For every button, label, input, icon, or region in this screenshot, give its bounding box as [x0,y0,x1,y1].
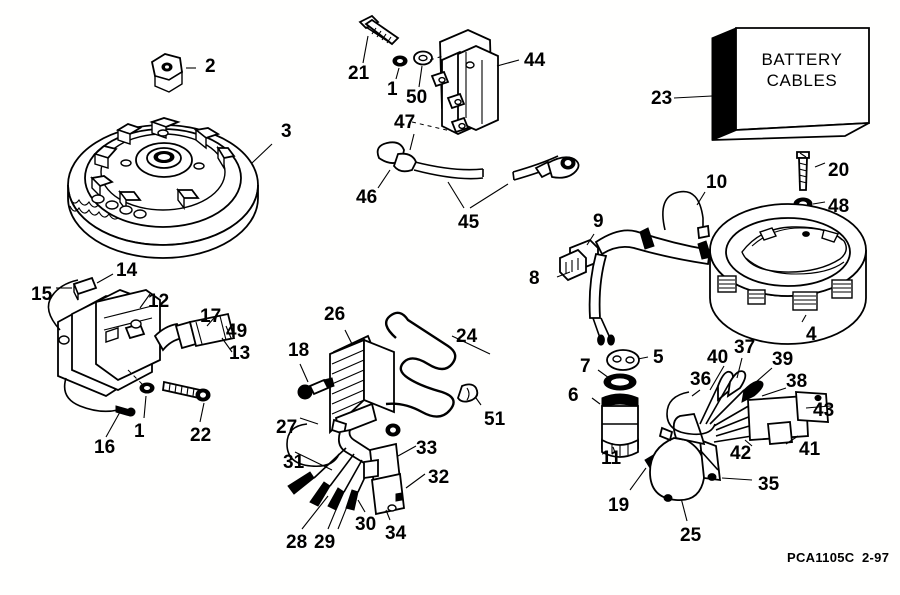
spark-gap-terminal [72,276,98,301]
screw-21 [358,14,400,46]
callout-42: 42 [730,443,751,464]
terminal-washer-5 [606,349,640,371]
power-pack [47,279,161,417]
callout-37: 37 [734,337,755,358]
solenoid-harness [672,370,829,446]
callout-22: 22 [190,425,211,446]
ignition-coil [430,29,499,135]
callout-5: 5 [653,347,664,368]
callout-2: 2 [205,56,216,77]
callout-15: 15 [31,284,53,305]
callout-1: 1 [387,79,398,100]
screw-22 [162,380,211,402]
callout-16: 16 [94,437,115,458]
callout-32: 32 [428,467,449,488]
callout-6: 6 [568,385,579,406]
screw-18 [297,377,335,400]
callout-45: 45 [458,212,480,233]
callout-47: 47 [394,112,415,133]
drawing-code: PCA1105C [787,550,855,565]
callout-7: 7 [580,356,591,377]
callout-24: 24 [456,326,478,347]
callout-4: 4 [806,324,817,345]
starter-solenoid [649,437,722,502]
callout-30: 30 [355,514,376,535]
callout-17: 17 [200,306,221,327]
callout-3: 3 [281,121,292,142]
flywheel-nut [150,53,183,93]
tie-strap-36 [658,391,716,442]
callout-26: 26 [324,304,345,325]
fuse-holder [153,312,236,352]
callout-14: 14 [116,260,138,281]
callout-27: 27 [276,417,297,438]
callout-51: 51 [484,409,506,430]
washer-1-top [392,55,408,67]
rectifier-leads [287,428,405,516]
callout-48: 48 [828,196,849,217]
callout-41: 41 [799,439,821,460]
callout-44: 44 [524,50,546,71]
callout-38: 38 [786,371,807,392]
spark-plug-lead-right [512,155,580,181]
callout-23: 23 [651,88,672,109]
spark-plug-lead-left [376,141,484,180]
callout-39: 39 [772,349,793,370]
callout-13: 13 [229,343,250,364]
callout-29: 29 [314,532,335,553]
callout-33: 33 [416,438,437,459]
callout-10: 10 [706,172,727,193]
rectifier-bracket [384,311,457,437]
stator-harness [559,227,712,346]
callout-34: 34 [385,523,407,544]
callout-31: 31 [283,452,305,473]
callout-1-lower: 1 [134,421,145,442]
battery-cables-line1: BATTERY [761,50,842,69]
callout-20: 20 [828,160,849,181]
washer-50 [413,50,433,66]
callout-40: 40 [707,347,728,368]
grommet-51 [457,383,479,403]
terminal-boot [601,393,639,458]
callout-9: 9 [593,211,604,232]
drawing-date: 2-97 [862,550,889,565]
o-ring-7 [603,373,637,391]
callout-18: 18 [288,340,309,361]
callout-8: 8 [529,268,540,289]
screw-20 [796,151,810,191]
tie-strap-10 [662,190,710,240]
callout-35: 35 [758,474,780,495]
callout-12: 12 [148,291,169,312]
callout-19: 19 [608,495,629,516]
callout-50: 50 [406,87,427,108]
callout-28: 28 [286,532,307,553]
stator [709,203,867,345]
callout-labels: 2 3 21 1 50 44 47 46 45 23 20 48 10 9 8 … [31,50,849,553]
battery-cables-line2: CABLES [767,71,838,90]
rectifier [329,334,395,436]
callout-25: 25 [680,525,702,546]
callout-49: 49 [226,321,247,342]
callout-11: 11 [601,448,622,469]
flywheel [67,117,259,259]
washer-1-lower [139,382,155,394]
callout-43: 43 [813,400,834,421]
battery-cables-box: BATTERY CABLES [711,27,870,141]
callout-36: 36 [690,369,711,390]
callout-21: 21 [348,63,370,84]
callout-46: 46 [356,187,377,208]
